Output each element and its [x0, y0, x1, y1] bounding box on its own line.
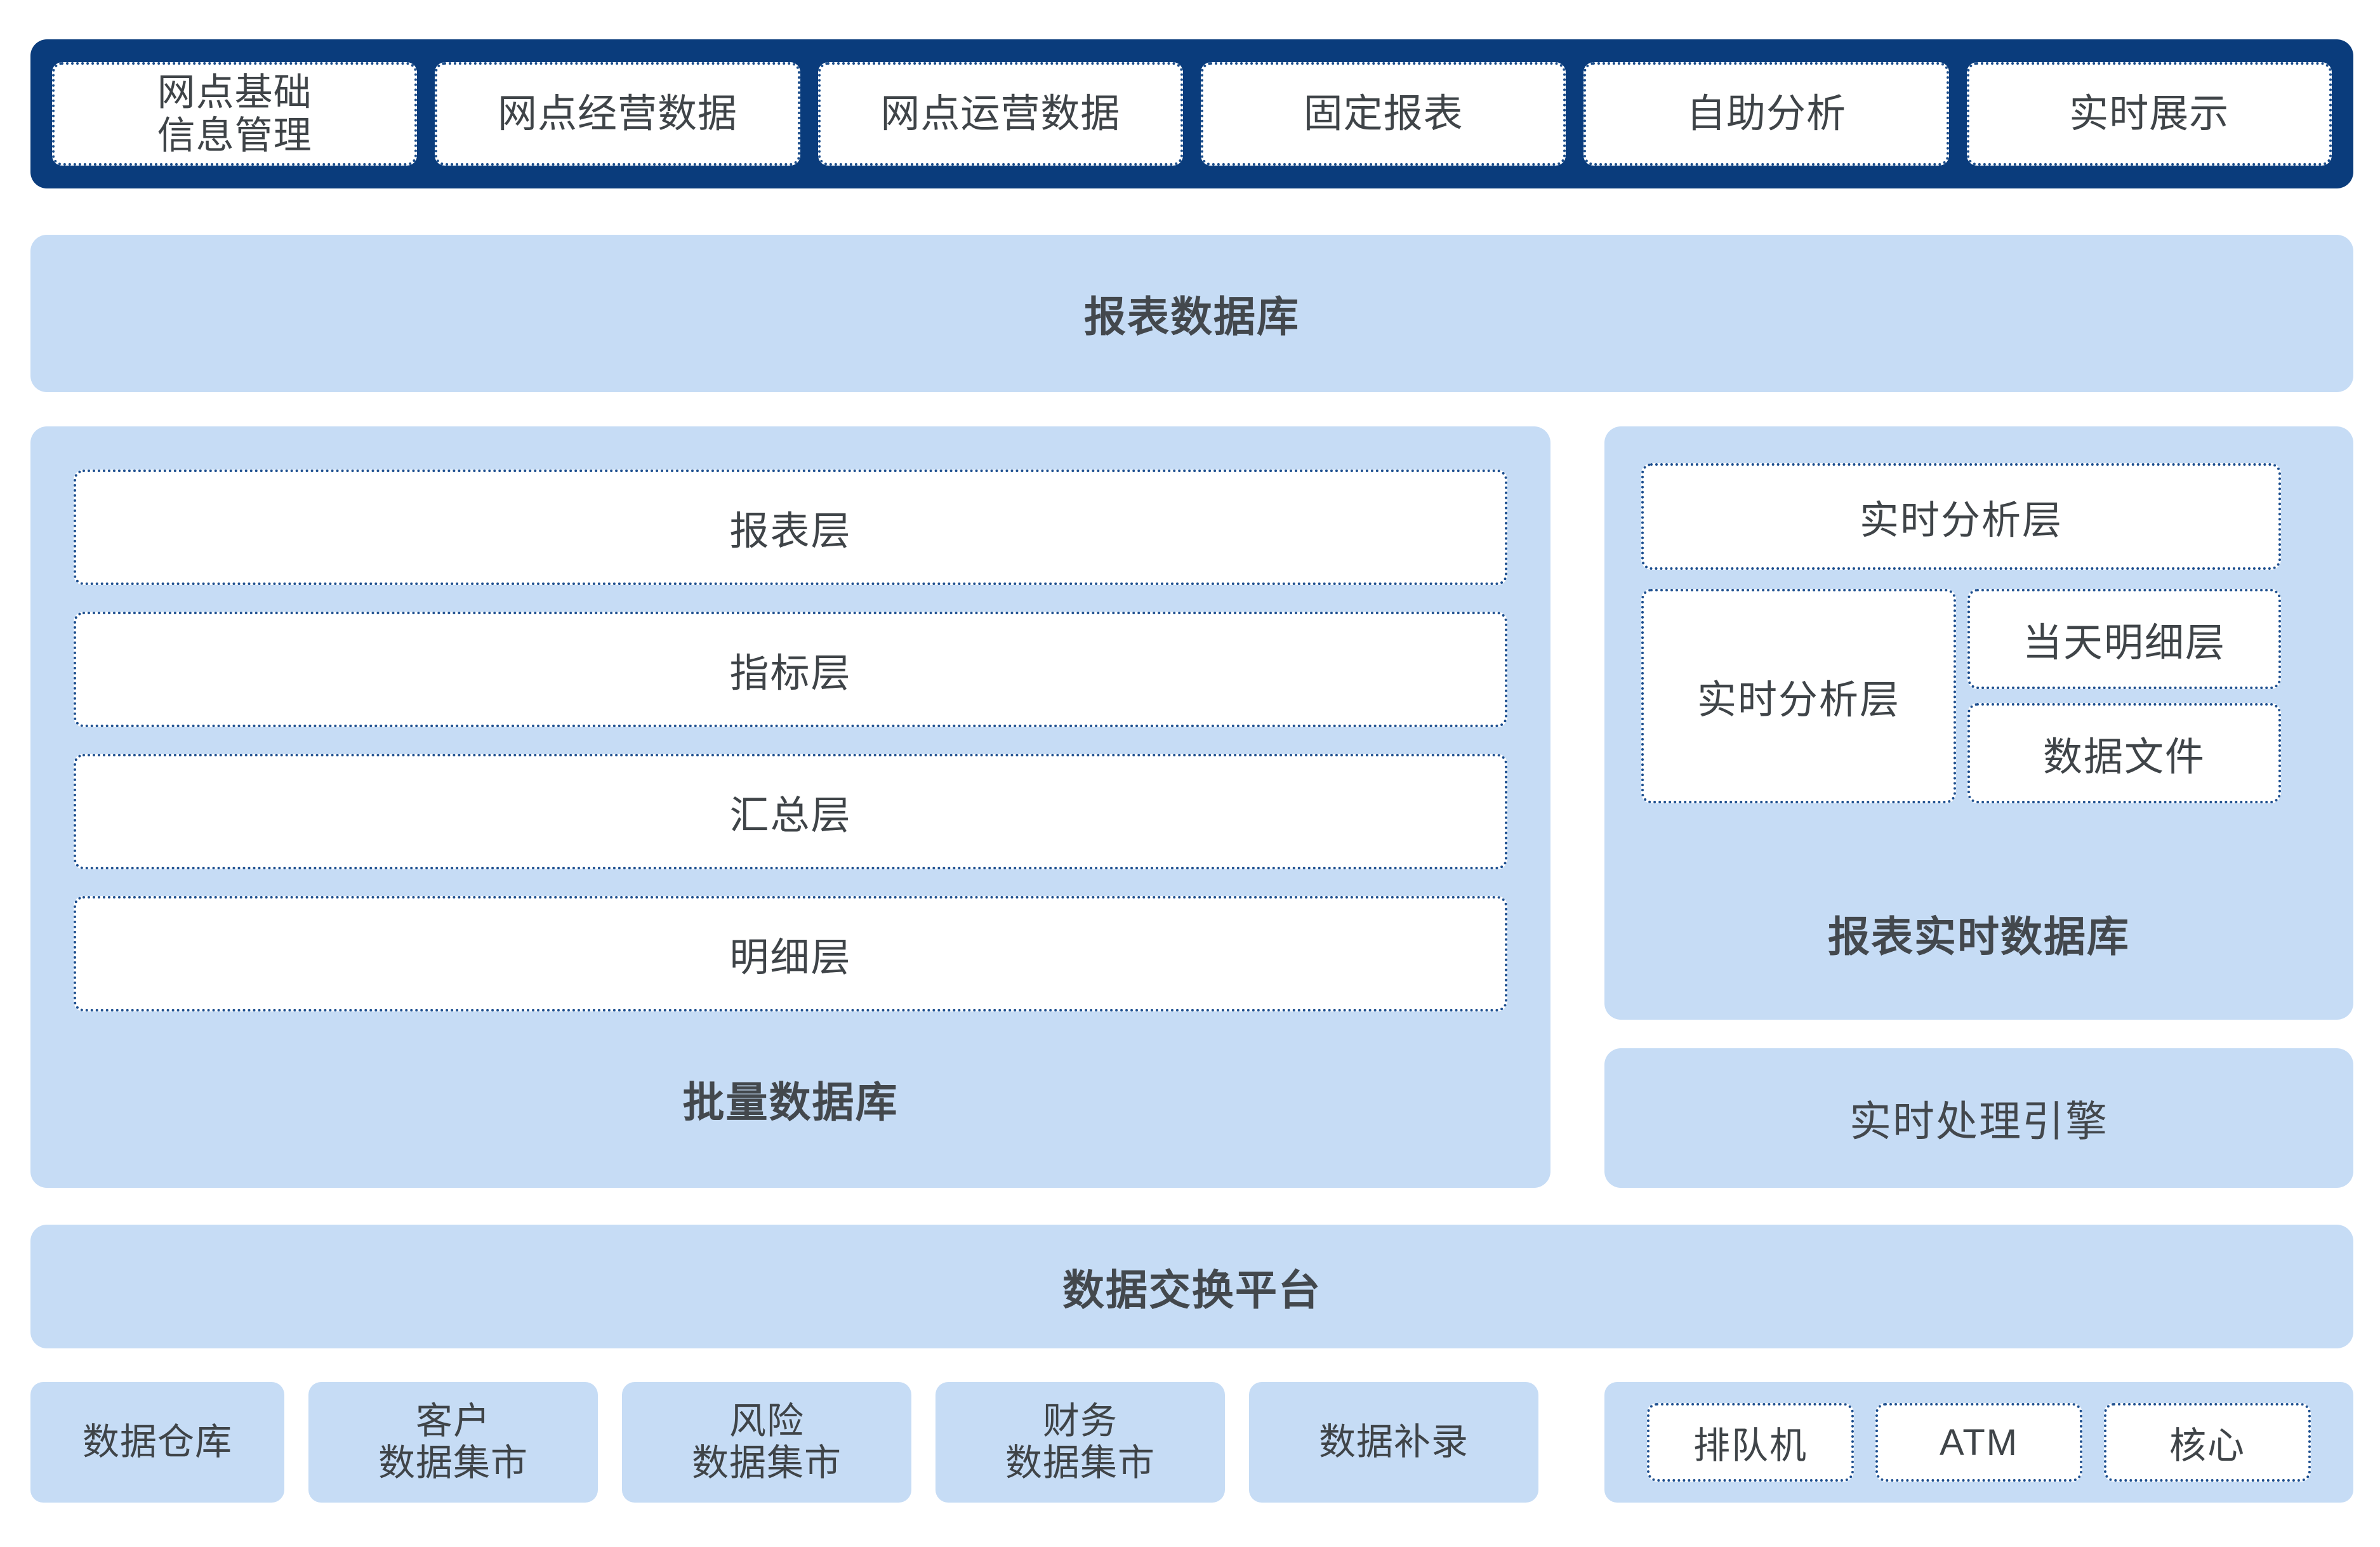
nav-item-branch-operation-data[interactable]: 网点运营数据: [817, 62, 1183, 166]
batch-layer-label: 汇总层: [729, 794, 852, 838]
report-database-band: 报表数据库: [30, 235, 2353, 392]
source-customer-data-mart[interactable]: 客户 数据集市: [308, 1382, 598, 1503]
application-nav-bar: 网点基础 信息管理 网点经营数据 网点运营数据 固定报表 自助分析 实时展示: [30, 39, 2353, 188]
channel-label: 核心: [2169, 1425, 2245, 1466]
realtime-layer-label: 数据文件: [2042, 735, 2205, 779]
realtime-processing-engine-title: 实时处理引擎: [1849, 1098, 2108, 1145]
channel-label: 排队机: [1693, 1425, 1808, 1466]
batch-database-title: 批量数据库: [682, 1079, 899, 1126]
batch-layer-label: 明细层: [729, 936, 852, 980]
channel-queue-machine[interactable]: 排队机: [1647, 1403, 1854, 1482]
source-manual-data-entry[interactable]: 数据补录: [1249, 1382, 1538, 1503]
nav-item-label: 网点经营数据: [497, 91, 737, 136]
channel-atm[interactable]: ATM: [1875, 1403, 2082, 1482]
realtime-database-title: 报表实时数据库: [1828, 913, 2130, 960]
realtime-layer-data-file[interactable]: 数据文件: [1967, 703, 2281, 803]
nav-item-realtime-display[interactable]: 实时展示: [1966, 62, 2332, 166]
channel-systems-group: 排队机 ATM 核心: [1604, 1382, 2353, 1503]
batch-layer-summary[interactable]: 汇总层: [74, 754, 1507, 869]
realtime-layer-today-detail[interactable]: 当天明细层: [1967, 589, 2281, 689]
source-label-line2: 数据集市: [691, 1442, 842, 1484]
batch-layer-label: 指标层: [729, 652, 852, 695]
batch-layer-label: 报表层: [729, 510, 852, 553]
nav-item-label: 自助分析: [1686, 91, 1846, 136]
realtime-layer-label: 实时分析层: [1696, 678, 1900, 722]
nav-item-fixed-report[interactable]: 固定报表: [1200, 62, 1566, 166]
realtime-analysis-layer-top[interactable]: 实时分析层: [1641, 463, 2281, 570]
source-label: 数据补录: [1318, 1421, 1469, 1463]
batch-layer-report[interactable]: 报表层: [74, 470, 1507, 585]
realtime-analysis-layer-left[interactable]: 实时分析层: [1641, 589, 1956, 803]
batch-layer-detail[interactable]: 明细层: [74, 896, 1507, 1011]
batch-layer-list: 报表层 指标层 汇总层 明细层: [74, 470, 1507, 1038]
nav-item-branch-basic-info[interactable]: 网点基础 信息管理: [52, 62, 418, 166]
source-data-warehouse[interactable]: 数据仓库: [30, 1382, 284, 1503]
nav-item-label-line1: 网点基础: [157, 71, 312, 114]
nav-item-label: 固定报表: [1303, 91, 1464, 136]
nav-item-label-line2: 信息管理: [157, 114, 312, 157]
batch-database-title-wrap: 批量数据库: [30, 1069, 1550, 1129]
channel-label: ATM: [1939, 1421, 2019, 1463]
source-label-line2: 数据集市: [378, 1442, 528, 1484]
realtime-report-database-panel: 实时分析层 实时分析层 当天明细层 数据文件 报表实时数据库: [1604, 426, 2353, 1020]
data-exchange-platform-band: 数据交换平台: [30, 1225, 2353, 1348]
nav-item-label: 网点运营数据: [880, 91, 1121, 136]
batch-layer-metric[interactable]: 指标层: [74, 612, 1507, 727]
realtime-layer-label: 实时分析层: [1859, 499, 2063, 543]
realtime-processing-engine-band: 实时处理引擎: [1604, 1048, 2353, 1188]
source-label-line2: 数据集市: [1005, 1442, 1155, 1484]
source-label-line1: 风险: [729, 1400, 804, 1442]
data-exchange-platform-title: 数据交换平台: [1062, 1266, 1321, 1313]
realtime-layer-label: 当天明细层: [2022, 621, 2226, 665]
realtime-database-title-wrap: 报表实时数据库: [1604, 903, 2353, 964]
source-label-line1: 客户: [415, 1400, 491, 1442]
nav-item-branch-business-data[interactable]: 网点经营数据: [435, 62, 800, 166]
report-database-title: 报表数据库: [1084, 293, 1300, 340]
source-finance-data-mart[interactable]: 财务 数据集市: [935, 1382, 1225, 1503]
nav-item-label: 实时展示: [2069, 91, 2230, 136]
nav-item-self-service-analysis[interactable]: 自助分析: [1583, 62, 1949, 166]
source-systems-row: 数据仓库 客户 数据集市 风险 数据集市 财务 数据集市 数据补录: [30, 1382, 2353, 1503]
source-label-line1: 财务: [1042, 1400, 1118, 1442]
source-risk-data-mart[interactable]: 风险 数据集市: [622, 1382, 911, 1503]
source-label: 数据仓库: [82, 1421, 232, 1463]
channel-core-system[interactable]: 核心: [2104, 1403, 2311, 1482]
batch-database-panel: 报表层 指标层 汇总层 明细层 批量数据库: [30, 426, 1550, 1188]
